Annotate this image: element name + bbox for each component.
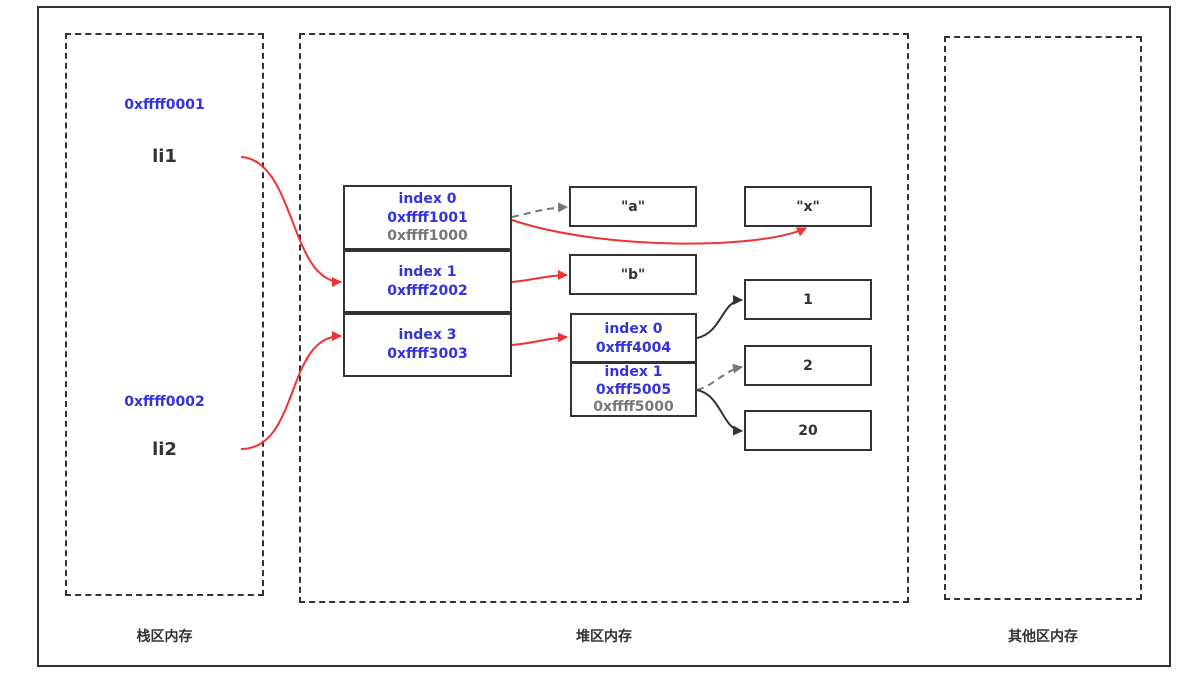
inner-index-1-label: index 1 bbox=[604, 364, 663, 380]
diagram-frame bbox=[37, 6, 1171, 667]
outer-index-0-old-address: 0xffff1000 bbox=[387, 228, 468, 244]
outer-index-1-label: index 1 bbox=[398, 264, 457, 280]
outer-list-index-0: index 0 0xffff1001 0xffff1000 bbox=[343, 185, 512, 250]
arrow-li1-to-list bbox=[240, 156, 342, 287]
outer-index-1-address: 0xffff2002 bbox=[387, 283, 468, 299]
inner-index-1-address: 0xfff5005 bbox=[595, 382, 672, 398]
value-b-box: "b" bbox=[569, 254, 697, 295]
value-a-box: "a" bbox=[569, 186, 697, 227]
arrow-li2-to-index-3 bbox=[240, 331, 342, 450]
arrow-inner0-to-1 bbox=[696, 295, 743, 339]
outer-index-0-label: index 0 bbox=[398, 191, 457, 207]
stack-region bbox=[65, 33, 264, 596]
inner-list-index-0: index 0 0xfff4004 bbox=[570, 313, 697, 363]
stack-region-label: 栈区内存 bbox=[136, 629, 193, 645]
arrow-inner1-to-20 bbox=[696, 389, 743, 436]
inner-index-0-label: index 0 bbox=[604, 321, 663, 337]
heap-region-label: 堆区内存 bbox=[576, 629, 632, 645]
li2-variable: li2 bbox=[152, 439, 177, 460]
outer-list-index-1: index 1 0xffff2002 bbox=[343, 250, 512, 313]
arrow-index0-to-a bbox=[511, 202, 568, 218]
outer-index-3-address: 0xffff3003 bbox=[387, 346, 468, 362]
arrow-index0-to-x bbox=[511, 219, 807, 245]
outer-index-0-address: 0xffff1001 bbox=[387, 210, 468, 226]
inner-index-0-address: 0xfff4004 bbox=[595, 340, 672, 356]
value-2-box: 2 bbox=[744, 345, 872, 386]
li2-address: 0xffff0002 bbox=[124, 394, 205, 410]
value-20-box: 20 bbox=[744, 410, 872, 451]
arrow-index3-to-inner-list bbox=[511, 332, 568, 346]
arrow-inner1-to-2 bbox=[696, 363, 743, 391]
value-1-box: 1 bbox=[744, 279, 872, 320]
other-region bbox=[944, 36, 1142, 600]
inner-list-index-1: index 1 0xfff5005 0xffff5000 bbox=[570, 362, 697, 417]
value-x-box: "x" bbox=[744, 186, 872, 227]
outer-list-index-3: index 3 0xffff3003 bbox=[343, 313, 512, 377]
arrow-index1-to-b bbox=[511, 270, 568, 283]
other-region-label: 其他区内存 bbox=[1008, 629, 1078, 645]
inner-index-1-old-address: 0xffff5000 bbox=[593, 399, 674, 415]
outer-index-3-label: index 3 bbox=[398, 327, 457, 343]
li1-variable: li1 bbox=[152, 146, 177, 167]
heap-region bbox=[299, 33, 909, 603]
li1-address: 0xffff0001 bbox=[124, 97, 205, 113]
